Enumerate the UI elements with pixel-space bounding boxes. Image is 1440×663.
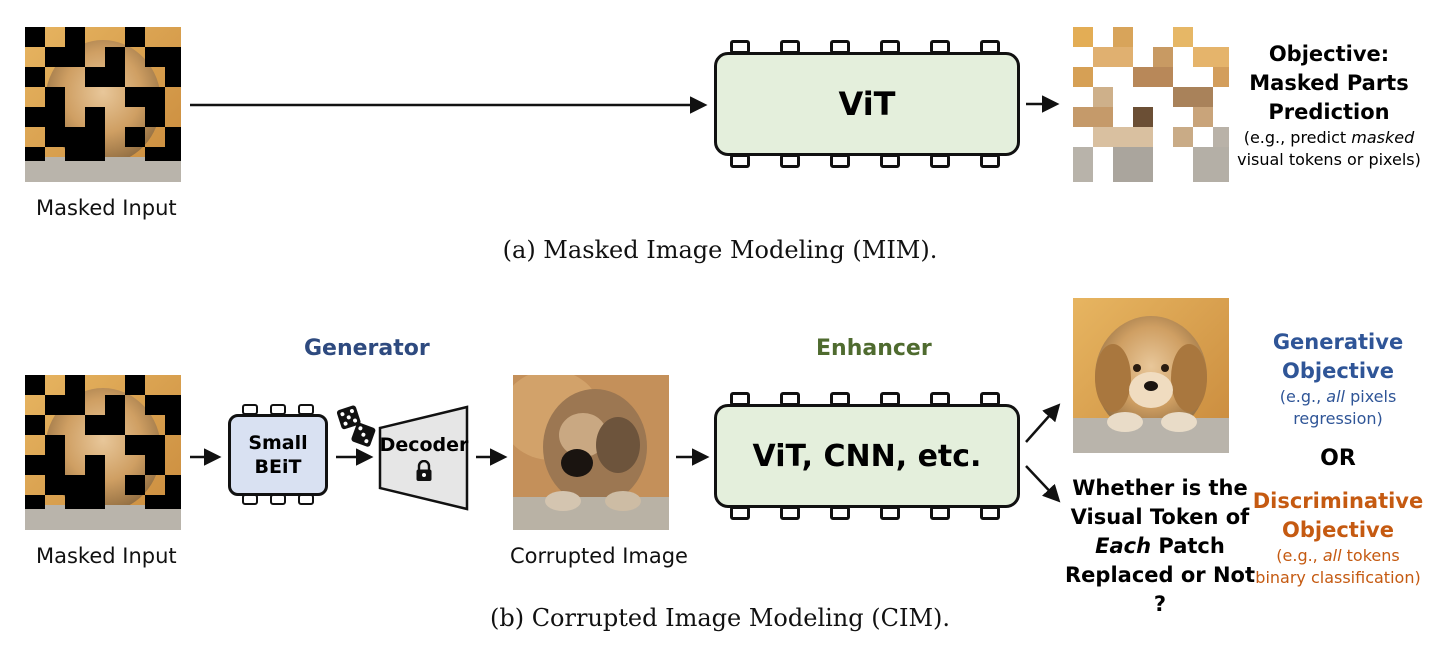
generative-objective-line-2: Objective (1282, 359, 1394, 383)
objective-title-line-3: Prediction (1268, 100, 1390, 124)
arrow-icon (336, 448, 374, 466)
discriminative-objective: Discriminative Objective (e.g., all toke… (1248, 487, 1428, 589)
discriminative-question: Whether is the Visual Token of Each Patc… (1060, 474, 1260, 619)
discriminative-objective-line-1: Discriminative (1252, 489, 1424, 513)
generator-title: Generator (304, 336, 430, 361)
discriminative-objective-line-2: Objective (1282, 518, 1394, 542)
discriminative-note-line-1: (e.g., all tokens (1276, 546, 1400, 565)
question-line-4: Replaced or Not ? (1065, 563, 1255, 616)
masked-input-label: Masked Input (36, 196, 177, 220)
arrow-icon (1025, 403, 1061, 503)
objective-block: Objective: Masked Parts Prediction (e.g.… (1236, 40, 1422, 171)
small-beit-block: Small BEiT (228, 404, 328, 506)
or-label: OR (1320, 446, 1356, 471)
arrow-icon (190, 96, 708, 114)
small-beit-label-line-2: BEiT (254, 456, 302, 478)
reconstructed-image (1073, 298, 1229, 453)
caption-mim: (a) Masked Image Modeling (MIM). (502, 236, 938, 264)
generative-note-line-2: regression) (1293, 409, 1383, 428)
objective-note-line-2: visual tokens or pixels) (1237, 150, 1421, 169)
enhancer-title: Enhancer (816, 336, 932, 361)
masked-input-image (25, 27, 181, 182)
enhancer-model-label: ViT, CNN, etc. (752, 438, 982, 474)
caption-cim: (b) Corrupted Image Modeling (CIM). (489, 604, 951, 632)
small-beit-label-line-1: Small (248, 432, 308, 454)
arrow-icon (676, 448, 710, 466)
question-line-3: Each Patch (1095, 534, 1225, 558)
generative-objective: Generative Objective (e.g., all pixels r… (1250, 328, 1426, 430)
corrupted-image-label: Corrupted Image (510, 544, 688, 568)
vit-block: ViT (714, 38, 1020, 170)
enhancer-block: ViT, CNN, etc. (714, 390, 1020, 522)
generative-note-line-1: (e.g., all pixels (1279, 387, 1397, 406)
question-line-2: Visual Token of (1070, 505, 1250, 529)
corrupted-image (513, 375, 669, 530)
discriminative-note-line-2: binary classification) (1255, 568, 1421, 587)
arrow-icon (1026, 95, 1060, 113)
question-line-1: Whether is the (1072, 476, 1248, 500)
decoder-label: Decoder (379, 434, 469, 456)
objective-note-line-1: (e.g., predict masked (1243, 128, 1415, 147)
dice-icon (336, 405, 376, 447)
arrow-icon (476, 448, 508, 466)
masked-input-label: Masked Input (36, 544, 177, 568)
lock-icon (416, 460, 432, 481)
arrow-icon (190, 448, 222, 466)
objective-title-line-2: Masked Parts (1249, 71, 1409, 95)
masked-input-image (25, 375, 181, 530)
generative-objective-line-1: Generative (1272, 330, 1404, 354)
vit-label: ViT (838, 85, 896, 123)
decoder-block: Decoder (378, 404, 470, 512)
masked-parts-output-image (1073, 27, 1229, 182)
objective-title-line-1: Objective: (1268, 42, 1390, 66)
